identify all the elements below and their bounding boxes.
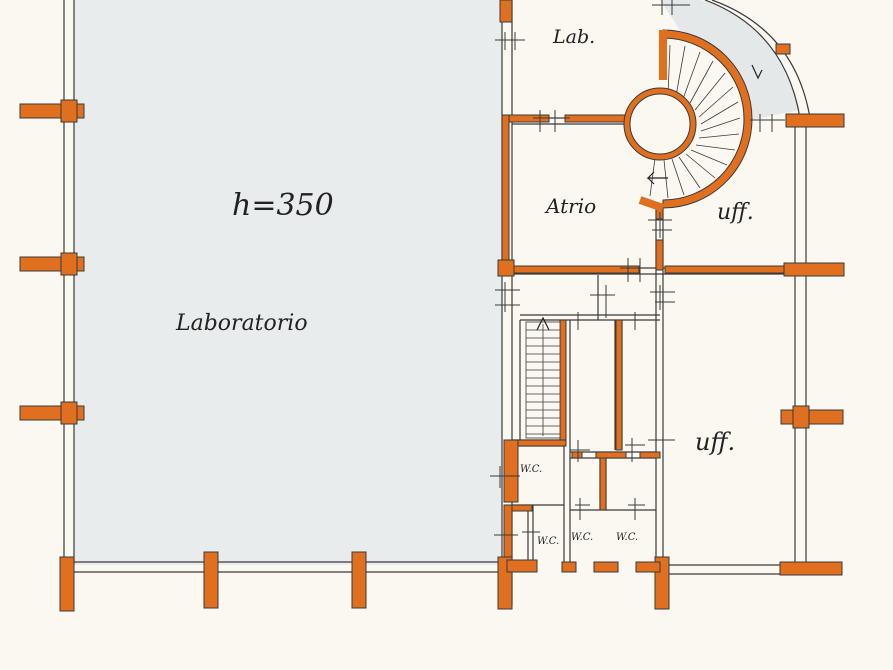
wc-label-4: W.C. <box>616 532 638 543</box>
pillars <box>19 0 845 612</box>
door-cross-icon <box>490 0 785 546</box>
stair-arrow-icon <box>646 171 668 185</box>
wc-label-3: W.C. <box>571 532 593 543</box>
laboratorio-label: Laboratorio <box>175 311 308 336</box>
corridor-arrow-icon <box>751 64 763 80</box>
straight-staircase-icon <box>525 316 561 439</box>
office-upper-label: uff. <box>717 200 754 225</box>
atrio-label: Atrio <box>544 194 596 218</box>
lab-small-label: Lab. <box>552 26 595 48</box>
wc-label-1: W.C. <box>520 464 542 475</box>
spiral-staircase-icon <box>623 29 763 212</box>
orange-walls <box>501 114 786 561</box>
lab-height-label: h=350 <box>232 188 334 223</box>
office-lower-label: uff. <box>695 428 735 456</box>
laboratorio-floor <box>74 0 502 565</box>
wc-label-2: W.C. <box>537 536 559 547</box>
